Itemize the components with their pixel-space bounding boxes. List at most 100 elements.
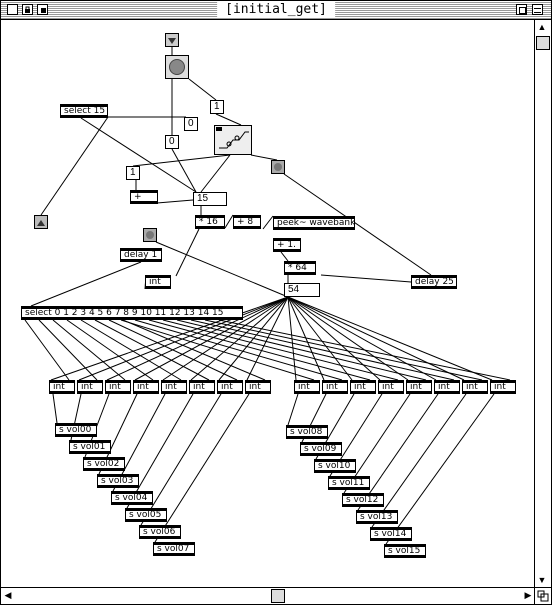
- send-object-right[interactable]: s vol11: [328, 476, 370, 490]
- patch-cord: [204, 319, 483, 381]
- button-toggle-icon[interactable]: [165, 33, 179, 47]
- send-object-right[interactable]: s vol08: [286, 425, 328, 439]
- patch-cord: [140, 393, 222, 526]
- send-object-right[interactable]: s vol09: [300, 442, 342, 456]
- send-object-right[interactable]: s vol13: [356, 510, 398, 524]
- delay-25-object[interactable]: delay 25: [411, 275, 457, 289]
- int-object-right[interactable]: int: [294, 380, 320, 394]
- patch-cord: [132, 154, 231, 167]
- patch-cord: [155, 241, 289, 298]
- info-icon[interactable]: [37, 4, 48, 15]
- int-object-right[interactable]: int: [378, 380, 404, 394]
- int-object-left[interactable]: int: [133, 380, 159, 394]
- int-object-right[interactable]: int: [434, 380, 460, 394]
- patcher-canvas[interactable]: 1 0 0 1 15 54 select 15 + * 16 + 8 peek~…: [1, 20, 533, 587]
- send-object-left[interactable]: s vol02: [83, 457, 125, 471]
- select-15-object[interactable]: select 15: [60, 104, 108, 118]
- scroll-up-arrow-icon[interactable]: ▲: [537, 22, 547, 32]
- window-title: [initial_get]: [217, 2, 335, 18]
- number-box-54[interactable]: 54: [284, 283, 320, 297]
- patch-cord: [40, 116, 109, 216]
- title-bar[interactable]: [initial_get]: [1, 1, 551, 20]
- patch-cord: [287, 296, 381, 381]
- send-object-left[interactable]: s vol04: [111, 491, 153, 505]
- patch-cord: [287, 393, 299, 426]
- scroll-down-arrow-icon[interactable]: ▼: [537, 575, 547, 585]
- patch-cord: [250, 154, 278, 161]
- send-object-left[interactable]: s vol07: [153, 542, 195, 556]
- zoom-box-icon[interactable]: [516, 4, 527, 15]
- send-object-right[interactable]: s vol15: [384, 544, 426, 558]
- int-object-left[interactable]: int: [189, 380, 215, 394]
- int-object-left[interactable]: int: [77, 380, 103, 394]
- send-object-left[interactable]: s vol01: [69, 440, 111, 454]
- int-object-left[interactable]: int: [161, 380, 187, 394]
- select-list-object[interactable]: select 0 1 2 3 4 5 6 7 8 9 10 11 12 13 1…: [21, 306, 243, 320]
- patch-cord: [176, 319, 427, 381]
- gate-switch[interactable]: [214, 125, 252, 155]
- plus-8-object[interactable]: + 8: [233, 215, 261, 229]
- send-object-left[interactable]: s vol03: [97, 474, 139, 488]
- int-object-left[interactable]: int: [49, 380, 75, 394]
- plus-1-object[interactable]: + 1.: [273, 238, 301, 252]
- patch-cord: [385, 393, 495, 545]
- patch-cord: [80, 319, 182, 381]
- vertical-scroll-thumb[interactable]: [536, 36, 550, 50]
- int-object-left[interactable]: int: [105, 380, 131, 394]
- send-object-left[interactable]: s vol05: [125, 508, 167, 522]
- patch-cord: [134, 296, 289, 381]
- times-16-object[interactable]: * 16: [195, 215, 225, 229]
- patch-cord: [215, 113, 242, 126]
- bang-button[interactable]: [271, 160, 285, 174]
- scroll-right-arrow-icon[interactable]: ▶: [524, 590, 532, 600]
- plus-object[interactable]: +: [130, 190, 158, 204]
- patch-cord: [108, 319, 238, 381]
- horizontal-scroll-thumb[interactable]: [271, 589, 285, 603]
- peek-wavebank-object[interactable]: peek~ wavebank: [273, 216, 355, 230]
- int-object-right[interactable]: int: [406, 380, 432, 394]
- patch-cord: [162, 319, 399, 381]
- number-box-0a[interactable]: 0: [184, 117, 198, 131]
- int-object-right[interactable]: int: [322, 380, 348, 394]
- vertical-scrollbar[interactable]: ▲ ▼: [534, 20, 551, 587]
- number-box-1b[interactable]: 1: [126, 166, 140, 180]
- patch-cord: [30, 261, 142, 307]
- int-object-right[interactable]: int: [350, 380, 376, 394]
- int-main-object[interactable]: int: [145, 275, 171, 289]
- patch-cord: [120, 319, 315, 381]
- scroll-left-arrow-icon[interactable]: ◀: [4, 590, 12, 600]
- int-object-right[interactable]: int: [462, 380, 488, 394]
- int-object-left[interactable]: int: [245, 380, 271, 394]
- resize-grip-icon[interactable]: [534, 587, 551, 604]
- close-box-icon[interactable]: [7, 4, 18, 15]
- patch-cord: [371, 393, 467, 528]
- patch-cord: [94, 319, 210, 381]
- patch-cord: [24, 319, 70, 381]
- patch-cord: [66, 319, 154, 381]
- delay-1-object[interactable]: delay 1: [120, 248, 162, 262]
- patch-cord: [122, 319, 266, 381]
- number-box-15[interactable]: 15: [193, 192, 227, 206]
- bang-button-large[interactable]: [165, 55, 189, 79]
- patch-cord: [287, 296, 465, 381]
- times-64-object[interactable]: * 64: [284, 261, 316, 275]
- bang-button-delay[interactable]: [143, 228, 157, 242]
- send-object-right[interactable]: s vol14: [370, 527, 412, 541]
- lock-icon[interactable]: [22, 4, 33, 15]
- patch-cord: [50, 296, 289, 381]
- send-object-left[interactable]: s vol00: [55, 423, 97, 437]
- collapse-box-icon[interactable]: [532, 4, 543, 15]
- number-box-0b[interactable]: 0: [165, 135, 179, 149]
- send-object-right[interactable]: s vol12: [342, 493, 384, 507]
- patch-cord: [78, 296, 289, 381]
- patch-cord: [287, 296, 409, 381]
- toggle-triangle-icon[interactable]: [34, 215, 48, 229]
- horizontal-scrollbar[interactable]: ◀ ▶: [1, 587, 535, 604]
- send-object-right[interactable]: s vol10: [314, 459, 356, 473]
- send-object-left[interactable]: s vol06: [139, 525, 181, 539]
- patch-cord: [52, 393, 58, 424]
- int-object-right[interactable]: int: [490, 380, 516, 394]
- int-object-left[interactable]: int: [217, 380, 243, 394]
- number-box-1a[interactable]: 1: [210, 100, 224, 114]
- patch-cord: [162, 296, 289, 381]
